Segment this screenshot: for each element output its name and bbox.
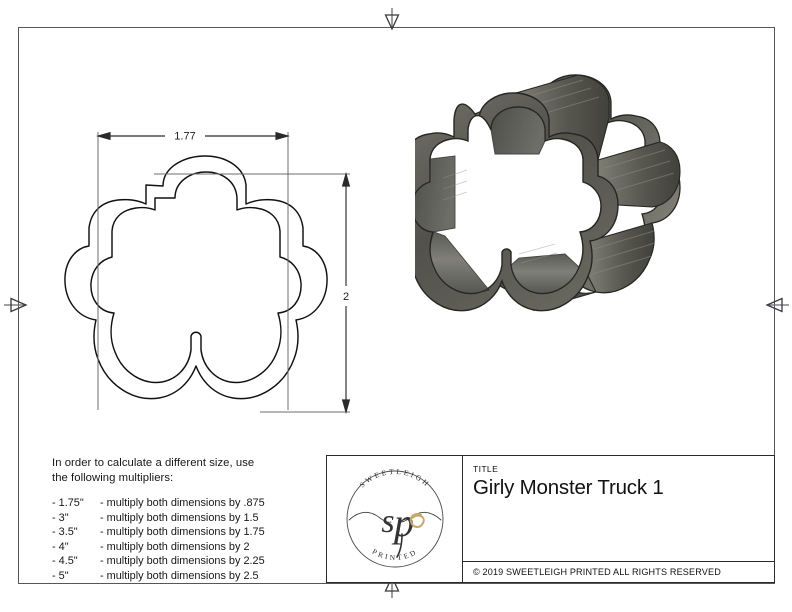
multiplier-row: - 4.5" - multiply both dimensions by 2.2…	[52, 554, 322, 569]
multiplier-size: - 5"	[52, 569, 69, 582]
multiplier-size: - 1.75"	[52, 497, 84, 509]
multiplier-row: - 1.75" - multiply both dimensions by .8…	[52, 496, 322, 511]
flat-profile-outline	[60, 150, 330, 440]
center-mark-top-icon	[378, 6, 406, 34]
title-block: SWEETLEIGH PRINTED s p	[326, 455, 775, 583]
notes-heading: In order to calculate a different size, …	[52, 456, 322, 485]
multiplier-row: - 3.5" - multiply both dimensions by 1.7…	[52, 525, 322, 540]
multiplier-row: - 4" - multiply both dimensions by 2	[52, 540, 322, 555]
center-mark-right-icon	[761, 291, 791, 319]
multiplier-text: - multiply both dimensions by 2	[100, 540, 250, 553]
title-area: TITLE Girly Monster Truck 1	[463, 456, 774, 561]
title-field-label: TITLE	[473, 464, 499, 474]
center-mark-left-icon	[2, 291, 32, 319]
multiplier-size: - 4"	[52, 540, 69, 553]
multiplier-size: - 3.5"	[52, 526, 78, 539]
multiplier-text: - multiply both dimensions by 2.5	[100, 569, 259, 582]
multiplier-list: - 1.75" - multiply both dimensions by .8…	[52, 496, 322, 584]
multiplier-row: - 3" - multiply both dimensions by 1.5	[52, 511, 322, 526]
sweetleigh-printed-logo-icon: SWEETLEIGH PRINTED s p	[346, 467, 443, 568]
multiplier-text: - multiply both dimensions by 1.75	[100, 526, 265, 539]
title-block-right: TITLE Girly Monster Truck 1 © 2019 SWEET…	[463, 456, 774, 582]
svg-text:s: s	[381, 503, 394, 540]
multiplier-text: - multiply both dimensions by 1.5	[100, 511, 259, 524]
isometric-3d-render	[415, 58, 695, 348]
logo-top-arc-text: SWEETLEIGH	[357, 467, 432, 489]
drawing-title: Girly Monster Truck 1	[473, 476, 664, 499]
notes-heading-line-1: In order to calculate a different size, …	[52, 457, 255, 469]
multiplier-text: - multiply both dimensions by .875	[100, 497, 265, 509]
multiplier-size: - 3"	[52, 511, 69, 524]
logo-bottom-arc-text: PRINTED	[370, 547, 419, 562]
multiplier-text: - multiply both dimensions by 2.25	[100, 555, 265, 568]
notes-heading-line-2: the following multipliers:	[52, 471, 174, 484]
scaling-notes: In order to calculate a different size, …	[52, 456, 322, 584]
multiplier-size: - 4.5"	[52, 555, 78, 568]
copyright-notice: © 2019 SWEETLEIGH PRINTED ALL RIGHTS RES…	[463, 561, 774, 582]
svg-text:p: p	[391, 500, 414, 545]
multiplier-row: - 5" - multiply both dimensions by 2.5	[52, 569, 322, 584]
brand-logo: SWEETLEIGH PRINTED s p	[327, 456, 463, 582]
logo-monogram: s p	[381, 500, 425, 558]
